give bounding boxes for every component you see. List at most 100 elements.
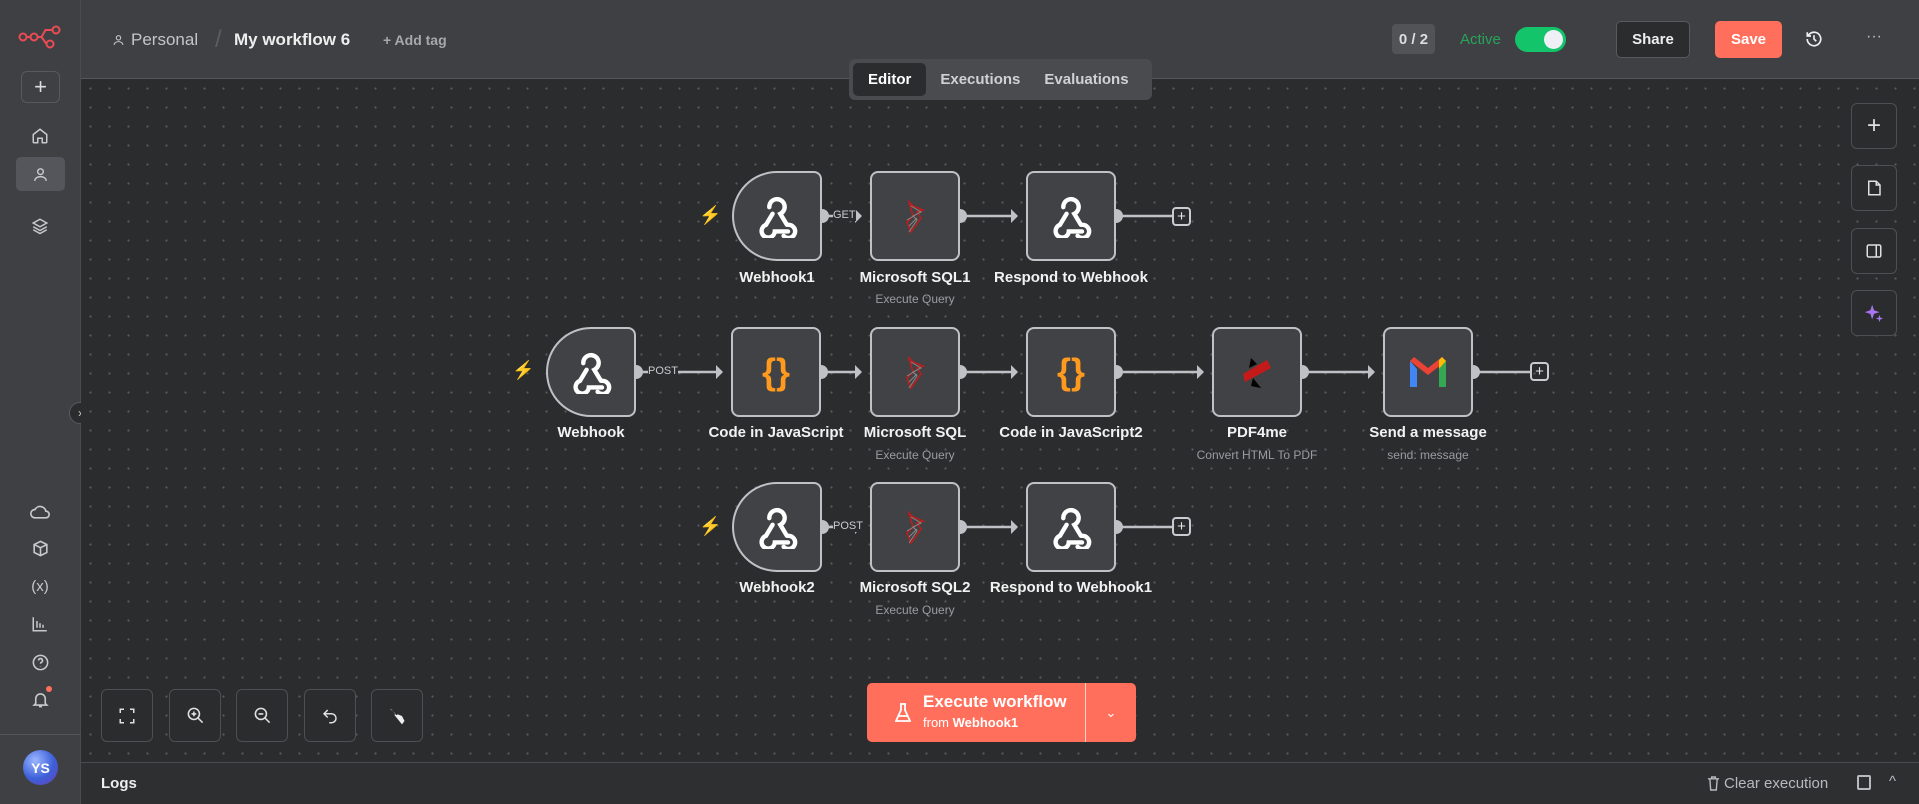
execute-dropdown-chevron-icon[interactable]: ⌄ — [1085, 683, 1136, 742]
tab-evaluations[interactable]: Evaluations — [1044, 71, 1129, 88]
pdf4me-icon — [1243, 358, 1271, 388]
add-node-button[interactable]: + — [1172, 517, 1191, 536]
broom-icon — [389, 708, 405, 724]
node-subtitle: Execute Query — [875, 292, 955, 306]
user-icon — [113, 35, 124, 45]
undo-icon — [322, 708, 337, 723]
edge-label-post: POST — [648, 365, 678, 377]
breadcrumb-separator: / — [215, 26, 222, 53]
mssql-icon — [895, 507, 935, 547]
tab-executions[interactable]: Executions — [940, 71, 1021, 88]
zoom-out-icon — [254, 707, 270, 724]
expand-logs-chevron-icon[interactable]: ^ — [1889, 773, 1897, 790]
execute-workflow-button[interactable]: Execute workflow from Webhook1 ⌄ — [867, 683, 1136, 742]
node-label: Microsoft SQL2 — [859, 579, 971, 596]
zoom-out-button[interactable] — [236, 689, 288, 742]
personal-user-icon[interactable] — [16, 157, 65, 191]
tidy-up-button[interactable] — [371, 689, 423, 742]
node-subtitle: Convert HTML To PDF — [1196, 448, 1318, 462]
active-toggle[interactable] — [1515, 27, 1566, 52]
add-node-button[interactable]: + — [1530, 362, 1549, 381]
node-label: Respond to Webhook — [994, 269, 1148, 286]
node-label: Code in JavaScript2 — [999, 424, 1143, 441]
workflow-title[interactable]: My workflow 6 — [234, 30, 351, 49]
fullscreen-icon — [119, 708, 135, 723]
zoom-in-button[interactable] — [169, 689, 221, 742]
home-icon[interactable] — [22, 120, 58, 152]
node-code-in-javascript[interactable]: {} — [731, 327, 821, 417]
execute-from-node: Webhook1 — [952, 715, 1019, 730]
notification-dot — [46, 686, 52, 692]
ai-assistant-sparkle-icon[interactable] — [1851, 290, 1897, 336]
tab-editor[interactable]: Editor — [853, 63, 927, 96]
node-microsoft-sql2[interactable] — [870, 482, 960, 572]
save-button[interactable]: Save — [1715, 21, 1782, 58]
workflow-history-icon[interactable] — [1805, 30, 1823, 53]
help-icon[interactable] — [22, 646, 58, 678]
n8n-logo-icon[interactable] — [18, 24, 62, 55]
gmail-icon — [1410, 357, 1446, 387]
sidebar: + › (x) YS — [0, 0, 91, 804]
node-webhook1[interactable] — [732, 171, 822, 261]
user-avatar[interactable]: YS — [23, 750, 58, 785]
node-label: Webhook1 — [739, 269, 815, 286]
templates-box-icon[interactable] — [22, 532, 58, 564]
code-braces-icon: {} — [761, 351, 791, 392]
clear-execution-label: Clear execution — [1724, 775, 1829, 792]
toggle-panel-icon[interactable] — [1851, 228, 1897, 274]
variables-icon[interactable]: (x) — [31, 577, 49, 595]
trash-icon — [1707, 776, 1720, 791]
notifications-bell-icon[interactable] — [22, 683, 58, 715]
add-tag-button[interactable]: + Add tag — [383, 32, 447, 48]
webhook-icon — [755, 194, 799, 238]
create-button[interactable]: + — [21, 71, 60, 103]
share-button[interactable]: Share — [1616, 21, 1690, 58]
flask-icon — [867, 683, 911, 742]
node-label: Send a message — [1369, 424, 1487, 441]
node-label: Microsoft SQL1 — [859, 269, 971, 286]
production-checklist-counter[interactable]: 0 / 2 — [1392, 24, 1435, 54]
node-send-a-message[interactable] — [1383, 327, 1473, 417]
trigger-bolt-icon: ⚡ — [512, 360, 535, 380]
add-node-panel-button[interactable]: + — [1851, 103, 1897, 149]
node-code-in-javascript2[interactable]: {} — [1026, 327, 1116, 417]
webhook-icon — [1049, 194, 1093, 238]
node-webhook2[interactable] — [732, 482, 822, 572]
node-microsoft-sql1[interactable] — [870, 171, 960, 261]
node-label: Microsoft SQL — [863, 424, 967, 441]
node-subtitle: Execute Query — [875, 603, 955, 617]
edge-label-get: GET — [833, 209, 856, 221]
workflow-canvas[interactable] — [81, 79, 1919, 762]
node-pdf4me[interactable] — [1212, 327, 1302, 417]
more-options-icon[interactable]: ··· — [1866, 28, 1882, 45]
node-label: PDF4me — [1226, 424, 1288, 441]
reset-zoom-button[interactable] — [304, 689, 356, 742]
node-microsoft-sql[interactable] — [870, 327, 960, 417]
view-tabs: Editor Executions Evaluations — [849, 59, 1152, 100]
add-node-button[interactable]: + — [1172, 207, 1191, 226]
node-webhook[interactable] — [546, 327, 636, 417]
node-subtitle: Execute Query — [875, 448, 955, 462]
insights-chart-icon[interactable] — [22, 608, 58, 640]
node-label: Webhook — [557, 424, 625, 441]
edge-label-post: POST — [833, 520, 863, 532]
pop-out-icon[interactable] — [1857, 775, 1871, 790]
node-respond-to-webhook[interactable] — [1026, 171, 1116, 261]
node-subtitle: send: message — [1387, 448, 1469, 462]
logs-panel-bar[interactable]: Logs Clear execution ^ — [81, 762, 1919, 804]
webhook-icon — [569, 350, 613, 394]
webhook-icon — [755, 505, 799, 549]
breadcrumb-project[interactable]: Personal — [112, 30, 198, 50]
execute-label: Execute workflow — [923, 692, 1067, 711]
node-label: Code in JavaScript — [708, 424, 844, 441]
cloud-icon[interactable] — [22, 496, 58, 528]
code-braces-icon: {} — [1056, 351, 1086, 392]
sticky-note-icon[interactable] — [1851, 165, 1897, 211]
execute-from-prefix: from — [923, 715, 953, 730]
layers-icon[interactable] — [22, 210, 58, 242]
active-label: Active — [1460, 31, 1501, 48]
node-label: Webhook2 — [739, 579, 815, 596]
node-respond-to-webhook1[interactable] — [1026, 482, 1116, 572]
clear-execution-button[interactable]: Clear execution — [1707, 775, 1828, 792]
fit-view-button[interactable] — [101, 689, 153, 742]
